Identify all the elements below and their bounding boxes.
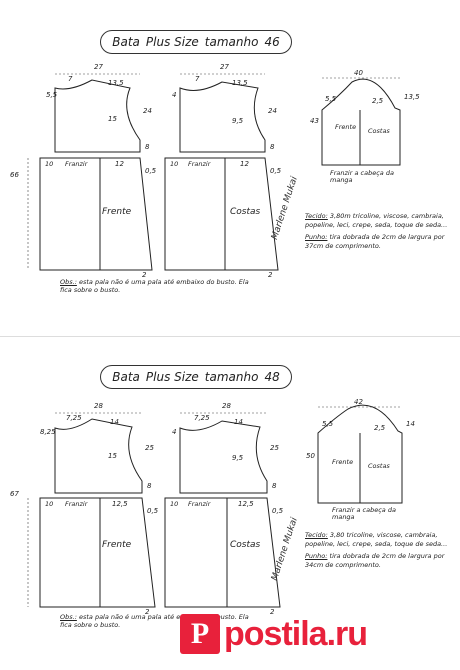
sleeve-cap-left: 5,5 (325, 95, 337, 103)
front-shoulder: 13,5 (108, 79, 124, 87)
front-side-drop: 8 (145, 143, 150, 151)
back-label: Costas (230, 540, 261, 550)
sleeve-cap-right: 2,5 (372, 97, 384, 105)
sleeve-width: 42 (354, 398, 363, 406)
material-notes: Tecido: 3,80m tricoline, viscose, cambra… (305, 212, 455, 251)
pattern-sheet-46: Bata Plus Size tamanho 46 27 7 13,5 5,5 … (0, 0, 460, 325)
sleeve-front-label: Frente (332, 458, 354, 466)
obs-label: Obs.: (60, 613, 77, 621)
front-armhole-depth: 24 (143, 107, 152, 115)
punho-text: tira dobrada de 2cm de largura por 34cm … (305, 552, 445, 569)
obs-text: esta pala não é uma pala até embaixo do … (60, 278, 249, 294)
back-franzir: Franzir (188, 160, 211, 168)
back-side-drop: 8 (270, 143, 275, 151)
back-waist: 12 (240, 160, 249, 168)
back-shoulder: 13,5 (232, 79, 248, 87)
back-hem-drop: 2 (270, 608, 275, 616)
front-armhole-depth: 25 (145, 444, 154, 452)
front-hem-drop: 2 (145, 608, 150, 616)
back-neck: 7 (195, 75, 200, 83)
back-waist: 12,5 (238, 500, 254, 508)
front-neck: 7,25 (66, 414, 82, 422)
sleeve-depth: 43 (310, 117, 319, 125)
front-fold: 10 (45, 160, 54, 168)
front-franzir: Franzir (65, 500, 88, 508)
back-armhole-curve: 9,5 (232, 117, 244, 125)
front-neck-side: 5,5 (46, 91, 58, 99)
front-width-top: 28 (94, 402, 103, 410)
front-bottom-mark: 0,5 (147, 507, 159, 515)
front-franzir: Franzir (65, 160, 88, 168)
front-shoulder: 14 (110, 418, 119, 426)
front-hem-drop: 2 (142, 271, 147, 279)
front-neck: 7 (68, 75, 73, 83)
postila-logo-icon: P (180, 614, 220, 654)
back-neck-side: 4 (172, 91, 177, 99)
obs-note: Obs.: esta pala não é uma pala até embai… (60, 278, 250, 294)
back-neck-side: 4 (172, 428, 177, 436)
sleeve-front-label: Frente (335, 123, 357, 131)
punho-label: Punho: (305, 233, 328, 241)
sleeve-width: 40 (354, 69, 363, 77)
back-armhole-depth: 25 (270, 444, 279, 452)
back-fold: 10 (170, 160, 179, 168)
sleeve-note: Franzir a cabeça da manga (332, 506, 396, 521)
back-armhole-curve: 9,5 (232, 454, 244, 462)
sleeve-back-label: Costas (368, 462, 390, 470)
back-width-top: 28 (222, 402, 231, 410)
front-armhole-curve: 15 (108, 115, 117, 123)
sleeve-depth: 50 (306, 452, 315, 460)
pattern-drawing (27, 404, 403, 608)
front-bottom-mark: 0,5 (145, 167, 157, 175)
tecido-text: 3,80m tricoline, viscose, cambraia, pope… (305, 212, 448, 229)
sheet-title: Bata Plus Size tamanho 48 (100, 365, 292, 389)
sheet-divider (0, 336, 460, 337)
front-waist: 12,5 (112, 500, 128, 508)
material-notes: Tecido: 3,80 tricoline, viscose, cambrai… (305, 531, 455, 570)
back-width-top: 27 (220, 63, 229, 71)
back-bottom-mark: 0,5 (270, 167, 282, 175)
front-length: 66 (10, 171, 19, 179)
back-label: Costas (230, 207, 261, 217)
postila-wordmark: postila.ru (224, 614, 368, 653)
front-waist: 12 (115, 160, 124, 168)
sleeve-cap-height: 13,5 (404, 93, 420, 101)
sleeve-cap-left: 5,5 (322, 420, 334, 428)
front-label: Frente (102, 540, 132, 550)
front-width-top: 27 (94, 63, 103, 71)
pattern-sheet-48: Bata Plus Size tamanho 48 28 7,25 14 8,2… (0, 345, 460, 670)
tecido-label: Tecido: (305, 531, 328, 539)
obs-label: Obs.: (60, 278, 77, 286)
front-fold: 10 (45, 500, 54, 508)
back-franzir: Franzir (188, 500, 211, 508)
punho-text: tira dobrada de 2cm de largura por 37cm … (305, 233, 445, 250)
tecido-text: 3,80 tricoline, viscose, cambraia, popel… (305, 531, 448, 548)
back-neck: 7,25 (194, 414, 210, 422)
tecido-label: Tecido: (305, 212, 328, 220)
sleeve-note: Franzir a cabeça da manga (330, 169, 394, 184)
front-neck-side: 8,25 (40, 428, 56, 436)
back-fold: 10 (170, 500, 179, 508)
front-label: Frente (102, 207, 132, 217)
obs-note: Obs.: esta pala não é uma pala até embai… (60, 613, 250, 629)
sleeve-cap-right: 2,5 (374, 424, 386, 432)
back-armhole-depth: 24 (268, 107, 277, 115)
back-shoulder: 14 (234, 418, 243, 426)
back-hem-drop: 2 (268, 271, 273, 279)
sleeve-back-label: Costas (368, 127, 390, 135)
sheet-title: Bata Plus Size tamanho 46 (100, 30, 292, 54)
front-side-drop: 8 (147, 482, 152, 490)
pattern-drawing (27, 73, 401, 271)
watermark-banner[interactable]: P postila.ru (180, 612, 455, 656)
front-armhole-curve: 15 (108, 452, 117, 460)
sleeve-cap-height: 14 (406, 420, 415, 428)
obs-text: esta pala não é uma pala até embaixo do … (60, 613, 249, 629)
front-length: 67 (10, 490, 19, 498)
back-side-drop: 8 (272, 482, 277, 490)
punho-label: Punho: (305, 552, 328, 560)
back-bottom-mark: 0,5 (272, 507, 284, 515)
